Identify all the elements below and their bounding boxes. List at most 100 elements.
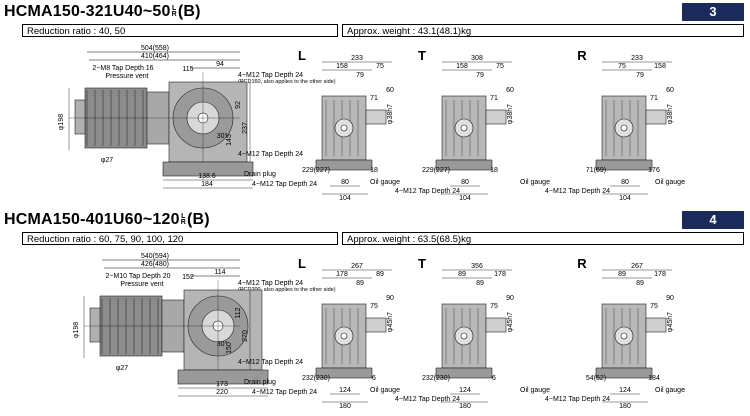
shaft-label: φ45h7	[387, 312, 394, 332]
shaft-label: φ45h7	[667, 312, 674, 332]
dim-label: 232(230)	[422, 375, 450, 382]
dimension-label: 184	[201, 181, 213, 188]
dim-label: 6	[372, 375, 376, 382]
page-badge: 4	[682, 211, 744, 229]
shaft-keyway	[340, 332, 348, 340]
view-letter: L	[298, 48, 306, 63]
dim-label: 90	[506, 295, 514, 302]
shaft-keyway	[460, 332, 468, 340]
dim-label: 90	[386, 295, 394, 302]
shaft-label: φ38h7	[387, 104, 394, 124]
view-letter: R	[577, 48, 587, 63]
view-letter: L	[298, 256, 306, 271]
shaft-label: φ38h7	[507, 104, 514, 124]
shaft-keyway	[340, 124, 348, 132]
dimension-label: 89	[476, 280, 484, 287]
dimension-label: 540(594)	[141, 253, 169, 260]
dim-label: 18	[370, 167, 378, 174]
drain-plug-label: Drain plug	[244, 171, 276, 178]
dim-label: 229(227)	[302, 167, 330, 174]
dimension-label: 79	[476, 72, 484, 79]
oil-gauge-label: Oil gauge	[655, 179, 685, 186]
dim-label: 54(52)	[586, 375, 606, 382]
dim-label: 176	[648, 167, 660, 174]
dimension-label: 89	[356, 280, 364, 287]
dim-label: 237	[242, 122, 249, 134]
dimension-label: 79	[356, 72, 364, 79]
oil-gauge-label: Oil gauge	[520, 387, 550, 394]
dim-label: 90	[666, 295, 674, 302]
tap-m12-label: 4−M12 Tap Depth 24	[238, 151, 303, 158]
dim-label: 71(69)	[586, 167, 606, 174]
dim-label: 18	[490, 167, 498, 174]
dimension-label: 426(480)	[141, 261, 169, 268]
dimension-label: 104	[339, 195, 351, 202]
view-letter: R	[577, 256, 587, 271]
dimension-label: 138.6	[198, 173, 216, 180]
shaft-label: φ45h7	[507, 312, 514, 332]
dimension-label: 180	[619, 403, 631, 410]
reduction-ratio-box: Reduction ratio : 40, 50	[22, 24, 338, 37]
dimension-label: 233	[631, 55, 643, 62]
dim-label: 60	[666, 87, 674, 94]
dimension-label: 267	[631, 263, 643, 270]
shaft-keyway	[620, 332, 628, 340]
drain-plug-label: Drain plug	[244, 379, 276, 386]
output-shaft	[645, 109, 667, 125]
pressure-vent-label: Pressure vent	[105, 73, 148, 80]
dim-label: 229(227)	[422, 167, 450, 174]
dim-label: 184	[648, 375, 660, 382]
dimension-label: 79	[636, 72, 644, 79]
base-plate	[435, 159, 493, 171]
dimension-label: 356	[471, 263, 483, 270]
dim-label: 232(230)	[302, 375, 330, 382]
view-letter: T	[418, 256, 426, 271]
reduction-ratio-box: Reduction ratio : 60, 75, 90, 100, 120	[22, 232, 338, 245]
dimension-label: 75	[376, 63, 384, 70]
page-badge: 3	[682, 3, 744, 21]
dim-label: 92	[235, 101, 242, 109]
dimension-label: 75	[496, 63, 504, 70]
shaft-label: φ38h7	[667, 104, 674, 124]
dimension-label: 308	[471, 55, 483, 62]
angle-label: 30°	[217, 132, 228, 140]
output-shaft	[485, 317, 507, 333]
dimension-label: 80	[621, 179, 629, 186]
dim-label: 75	[370, 303, 378, 310]
pressure-vent-label: Pressure vent	[120, 281, 163, 288]
dimension-label: 178	[336, 271, 348, 278]
dimension-label: 178	[654, 271, 666, 278]
oil-gauge-label: Oil gauge	[520, 179, 550, 186]
dimension-label: 267	[351, 263, 363, 270]
dim-label: 71	[490, 95, 498, 102]
dimension-label: 114	[214, 269, 225, 276]
dim-label: 115	[182, 66, 193, 73]
dim-label: 71	[370, 95, 378, 102]
dim-label: 145	[226, 134, 233, 146]
phi-label: φ27	[101, 157, 113, 164]
dimension-label: 94	[216, 61, 224, 68]
shaft-keyway	[620, 124, 628, 132]
output-shaft	[365, 109, 387, 125]
tap-depth-label: 2−M8 Tap Depth 16	[92, 65, 153, 72]
dimension-label: 89	[376, 271, 384, 278]
motor-fan-cover	[89, 307, 101, 343]
dimension-label: 89	[636, 280, 644, 287]
dimension-label: 89	[618, 271, 626, 278]
dim-label: 6	[492, 375, 496, 382]
base-plate	[595, 159, 653, 171]
dimension-label: 158	[456, 63, 468, 70]
dimension-label: 158	[336, 63, 348, 70]
dim-label: 71	[650, 95, 658, 102]
phi-label: φ198	[58, 114, 65, 130]
oil-gauge-label: Oil gauge	[370, 179, 400, 186]
output-shaft	[645, 317, 667, 333]
dimension-label: 124	[619, 387, 631, 394]
dim-label: 112	[235, 307, 242, 318]
base-plate	[435, 367, 493, 379]
